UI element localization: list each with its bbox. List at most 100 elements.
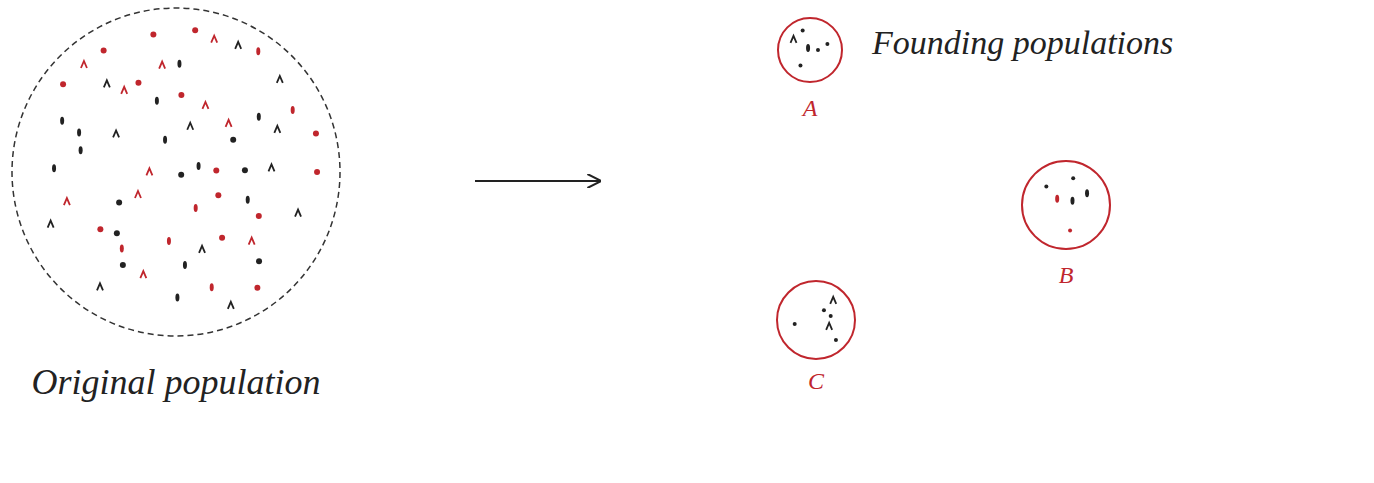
individual-dot xyxy=(254,285,260,291)
individual-dot xyxy=(822,308,826,312)
circle-outline xyxy=(1021,160,1111,250)
group-caption: Founding populations xyxy=(872,24,1173,61)
individual-dot xyxy=(313,130,319,136)
individual-dot xyxy=(806,44,810,52)
individual-dot xyxy=(194,204,198,212)
individual-mark xyxy=(791,36,797,43)
individual-dot xyxy=(816,48,820,52)
individual-dot xyxy=(178,92,184,98)
individual-mark xyxy=(187,123,193,130)
individual-dot xyxy=(1085,189,1089,197)
individual-dot xyxy=(256,213,262,219)
individual-dot xyxy=(256,47,260,55)
individual-dot xyxy=(314,169,320,175)
individual-dot xyxy=(177,60,181,68)
individual-dot xyxy=(256,258,262,264)
individual-dot xyxy=(197,162,201,170)
individual-mark xyxy=(159,62,165,69)
sampling-arrow xyxy=(475,180,600,182)
individual-dot xyxy=(175,293,179,301)
circle-border xyxy=(1022,161,1110,249)
circle-outline xyxy=(776,280,856,360)
individuals xyxy=(48,27,1089,342)
individual-dot xyxy=(163,136,167,144)
circle-border xyxy=(777,281,855,359)
individual-mark xyxy=(211,36,217,43)
individual-dot xyxy=(834,338,838,342)
individual-dot xyxy=(60,117,64,125)
individual-dot xyxy=(829,314,833,318)
individual-mark xyxy=(104,80,110,87)
individual-mark xyxy=(140,271,146,278)
individual-dot xyxy=(135,80,141,86)
circle-outline xyxy=(777,17,843,83)
individual-dot xyxy=(101,48,107,54)
individual-mark xyxy=(121,87,127,94)
individual-dot xyxy=(213,167,219,173)
individual-mark xyxy=(830,297,836,304)
individual-mark xyxy=(274,126,280,133)
founding-circle: C xyxy=(776,280,856,360)
individual-dot xyxy=(210,283,214,291)
individual-dot xyxy=(215,192,221,198)
circle-border xyxy=(778,18,842,82)
circle-border xyxy=(12,8,340,336)
population-circle: Original population xyxy=(11,7,341,337)
individual-dot xyxy=(192,27,198,33)
individual-mark xyxy=(81,61,87,68)
individual-dot xyxy=(242,167,248,173)
individual-mark xyxy=(249,238,255,245)
individual-dot xyxy=(77,129,81,137)
individual-mark xyxy=(277,76,283,83)
individual-dot xyxy=(97,226,103,232)
individual-mark xyxy=(64,198,70,205)
individual-dot xyxy=(183,261,187,269)
individual-mark xyxy=(97,283,103,290)
individual-mark xyxy=(135,191,141,198)
individual-mark xyxy=(235,42,241,49)
individual-dot xyxy=(178,172,184,178)
individual-mark xyxy=(48,221,54,228)
founding-circle: A xyxy=(777,17,843,83)
individual-dot xyxy=(1044,185,1048,189)
population-label: Original population xyxy=(31,363,320,403)
individual-dot xyxy=(150,32,156,38)
individual-dot xyxy=(79,146,83,154)
group-letter: C xyxy=(808,368,824,394)
individual-dot xyxy=(120,245,124,253)
individual-mark xyxy=(146,168,152,175)
individual-mark xyxy=(826,323,832,330)
individual-mark xyxy=(113,130,119,137)
individual-mark xyxy=(226,120,232,127)
individual-mark xyxy=(295,210,301,217)
individual-dot xyxy=(1055,195,1059,203)
individual-dot xyxy=(798,63,802,67)
founding-circle: B xyxy=(1021,160,1111,250)
individual-dot xyxy=(114,230,120,236)
individual-dot xyxy=(825,42,829,46)
individual-dot xyxy=(60,81,66,87)
individual-dot xyxy=(167,237,171,245)
individual-dot xyxy=(1068,229,1072,233)
individual-dot xyxy=(793,322,797,326)
individual-mark xyxy=(202,102,208,109)
circle-outline xyxy=(11,7,341,337)
individual-dot xyxy=(291,106,295,114)
individual-dot xyxy=(1071,176,1075,180)
individual-mark xyxy=(268,164,274,171)
individual-dot xyxy=(801,28,805,32)
individual-dot xyxy=(155,97,159,105)
individual-dot xyxy=(52,164,56,172)
individual-dot xyxy=(1070,197,1074,205)
individual-dot xyxy=(230,137,236,143)
individual-dot xyxy=(219,235,225,241)
group-letter: A xyxy=(803,95,818,121)
individual-mark xyxy=(228,302,234,309)
individual-dot xyxy=(257,113,261,121)
individual-dot xyxy=(116,200,122,206)
individual-mark xyxy=(199,246,205,253)
individual-dot xyxy=(246,196,250,204)
group-letter: B xyxy=(1059,262,1074,288)
